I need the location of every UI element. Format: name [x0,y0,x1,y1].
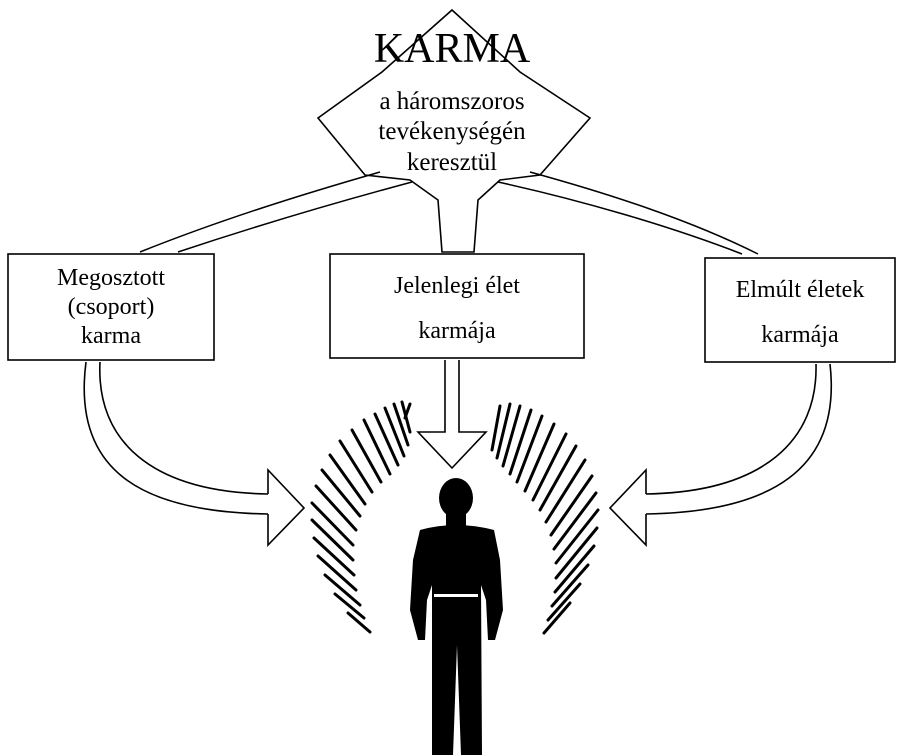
shared-karma-line-2: (csoport) [68,294,155,320]
box-present-life-karma [329,253,585,359]
aura-right [490,402,600,635]
present-life-line-2: karmája [418,318,496,344]
box-past-lives-karma [704,257,896,363]
past-lives-line-2: karmája [761,322,839,348]
arrow-left-curved [83,361,306,547]
arrow-center-down [416,360,488,470]
person-silhouette [410,478,503,755]
top-line-3: keresztül [407,149,497,176]
belt [434,594,478,597]
connector-right [497,171,759,255]
top-line-1: a háromszoros [379,88,524,115]
karma-title: KARMA [374,26,531,72]
shared-karma-line-1: Megosztott [57,265,165,291]
shared-karma-line-3: karma [81,323,141,349]
past-lives-line-1: Elmúlt életek [736,277,865,303]
box-shared-karma [7,253,215,361]
arrow-right-curved [608,363,833,547]
karma-diamond [316,8,592,253]
aura-left [310,400,412,634]
top-line-2: tevékenységén [378,118,526,145]
present-life-line-1: Jelenlegi élet [394,273,520,299]
connector-left [139,171,413,253]
